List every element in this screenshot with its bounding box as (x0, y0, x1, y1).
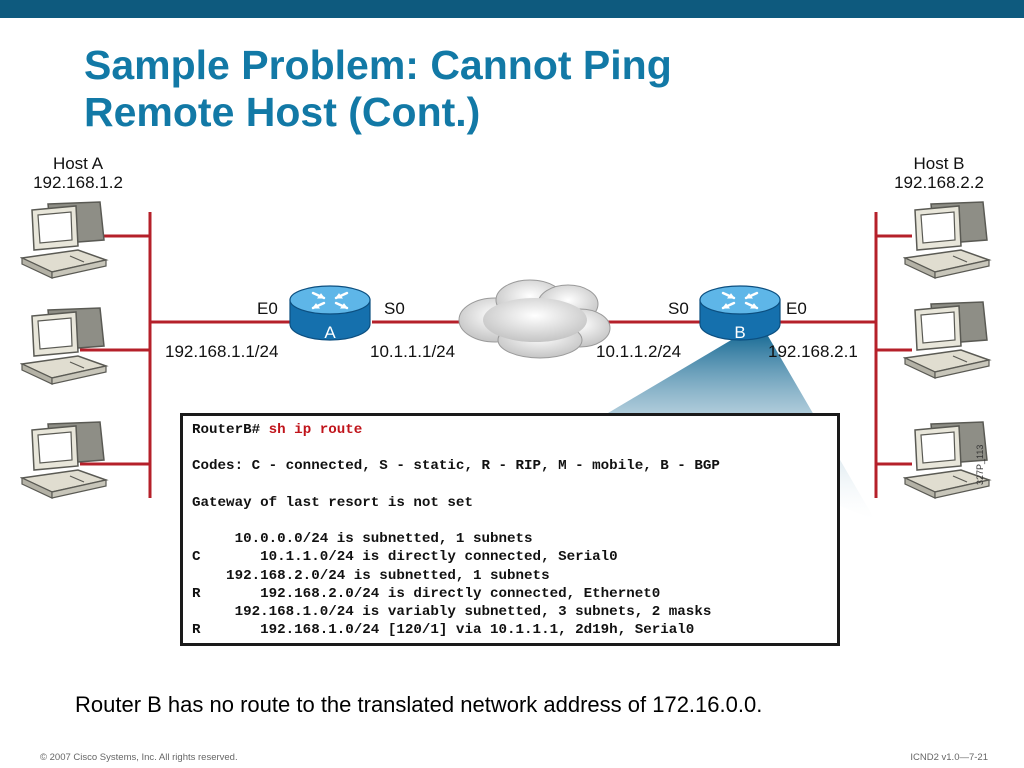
slide-title-line-2: Remote Host (Cont.) (84, 89, 481, 135)
host-a-name: Host A (52, 154, 104, 173)
router-b-s0-ip: 10.1.1.2/24 (596, 342, 682, 361)
pc-icon (904, 301, 990, 379)
console-codes-line: Codes: C - connected, S - static, R - RI… (192, 458, 720, 475)
router-a-s0-ip: 10.1.1.1/24 (370, 342, 456, 361)
console-route-line: 192.168.2.0/24 is subnetted, 1 subnets (192, 567, 550, 584)
router-b-e0-ip: 192.168.2.1 (768, 342, 858, 361)
host-b-name: Host B (913, 154, 965, 173)
console-route-line: R 192.168.2.0/24 is directly connected, … (192, 585, 661, 602)
pc-icon (21, 421, 107, 499)
console-route-line: R 192.168.1.0/24 [120/1] via 10.1.1.1, 2… (192, 622, 695, 639)
host-b-label: Host B 192.168.2.2 (880, 154, 998, 192)
router-b-label: B (734, 323, 745, 342)
router-a-label: A (324, 323, 336, 342)
router-a-e0-ip: 192.168.1.1/24 (165, 342, 279, 361)
console-output: RouterB# sh ip route Codes: C - connecte… (192, 421, 837, 639)
top-bar (0, 0, 1024, 18)
router-b-s0-label: S0 (668, 299, 689, 318)
slide-caption: Router B has no route to the translated … (75, 692, 763, 717)
figure-id: 327P_113 (975, 444, 985, 485)
console-route-line: 192.168.1.0/24 is variably subnetted, 3 … (192, 604, 712, 621)
slide-title: Sample Problem: Cannot Ping Remote Host … (84, 42, 672, 136)
pc-icon (21, 307, 107, 385)
wan-cloud-icon (458, 279, 611, 359)
router-a-e0-label: E0 (257, 299, 278, 318)
slide-title-line-1: Sample Problem: Cannot Ping (84, 42, 672, 88)
console-command: sh ip route (260, 422, 363, 438)
console-gateway-line: Gateway of last resort is not set (192, 494, 473, 511)
pc-host-a-icon (21, 201, 107, 279)
router-b-e0-label: E0 (786, 299, 807, 318)
console-route-line: C 10.1.1.0/24 is directly connected, Ser… (192, 549, 618, 566)
host-a-ip: 192.168.1.2 (33, 173, 123, 192)
console-prompt: RouterB# (192, 422, 261, 438)
pc-host-b-icon (904, 201, 990, 279)
copyright-notice: © 2007 Cisco Systems, Inc. All rights re… (40, 752, 238, 763)
console-route-line: 10.0.0.0/24 is subnetted, 1 subnets (192, 531, 533, 548)
host-a-label: Host A 192.168.1.2 (22, 154, 134, 192)
page-number: ICND2 v1.0—7-21 (910, 752, 988, 763)
host-b-ip: 192.168.2.2 (894, 173, 984, 192)
router-b-console: RouterB# sh ip route Codes: C - connecte… (180, 413, 840, 646)
router-a-s0-label: S0 (384, 299, 405, 318)
